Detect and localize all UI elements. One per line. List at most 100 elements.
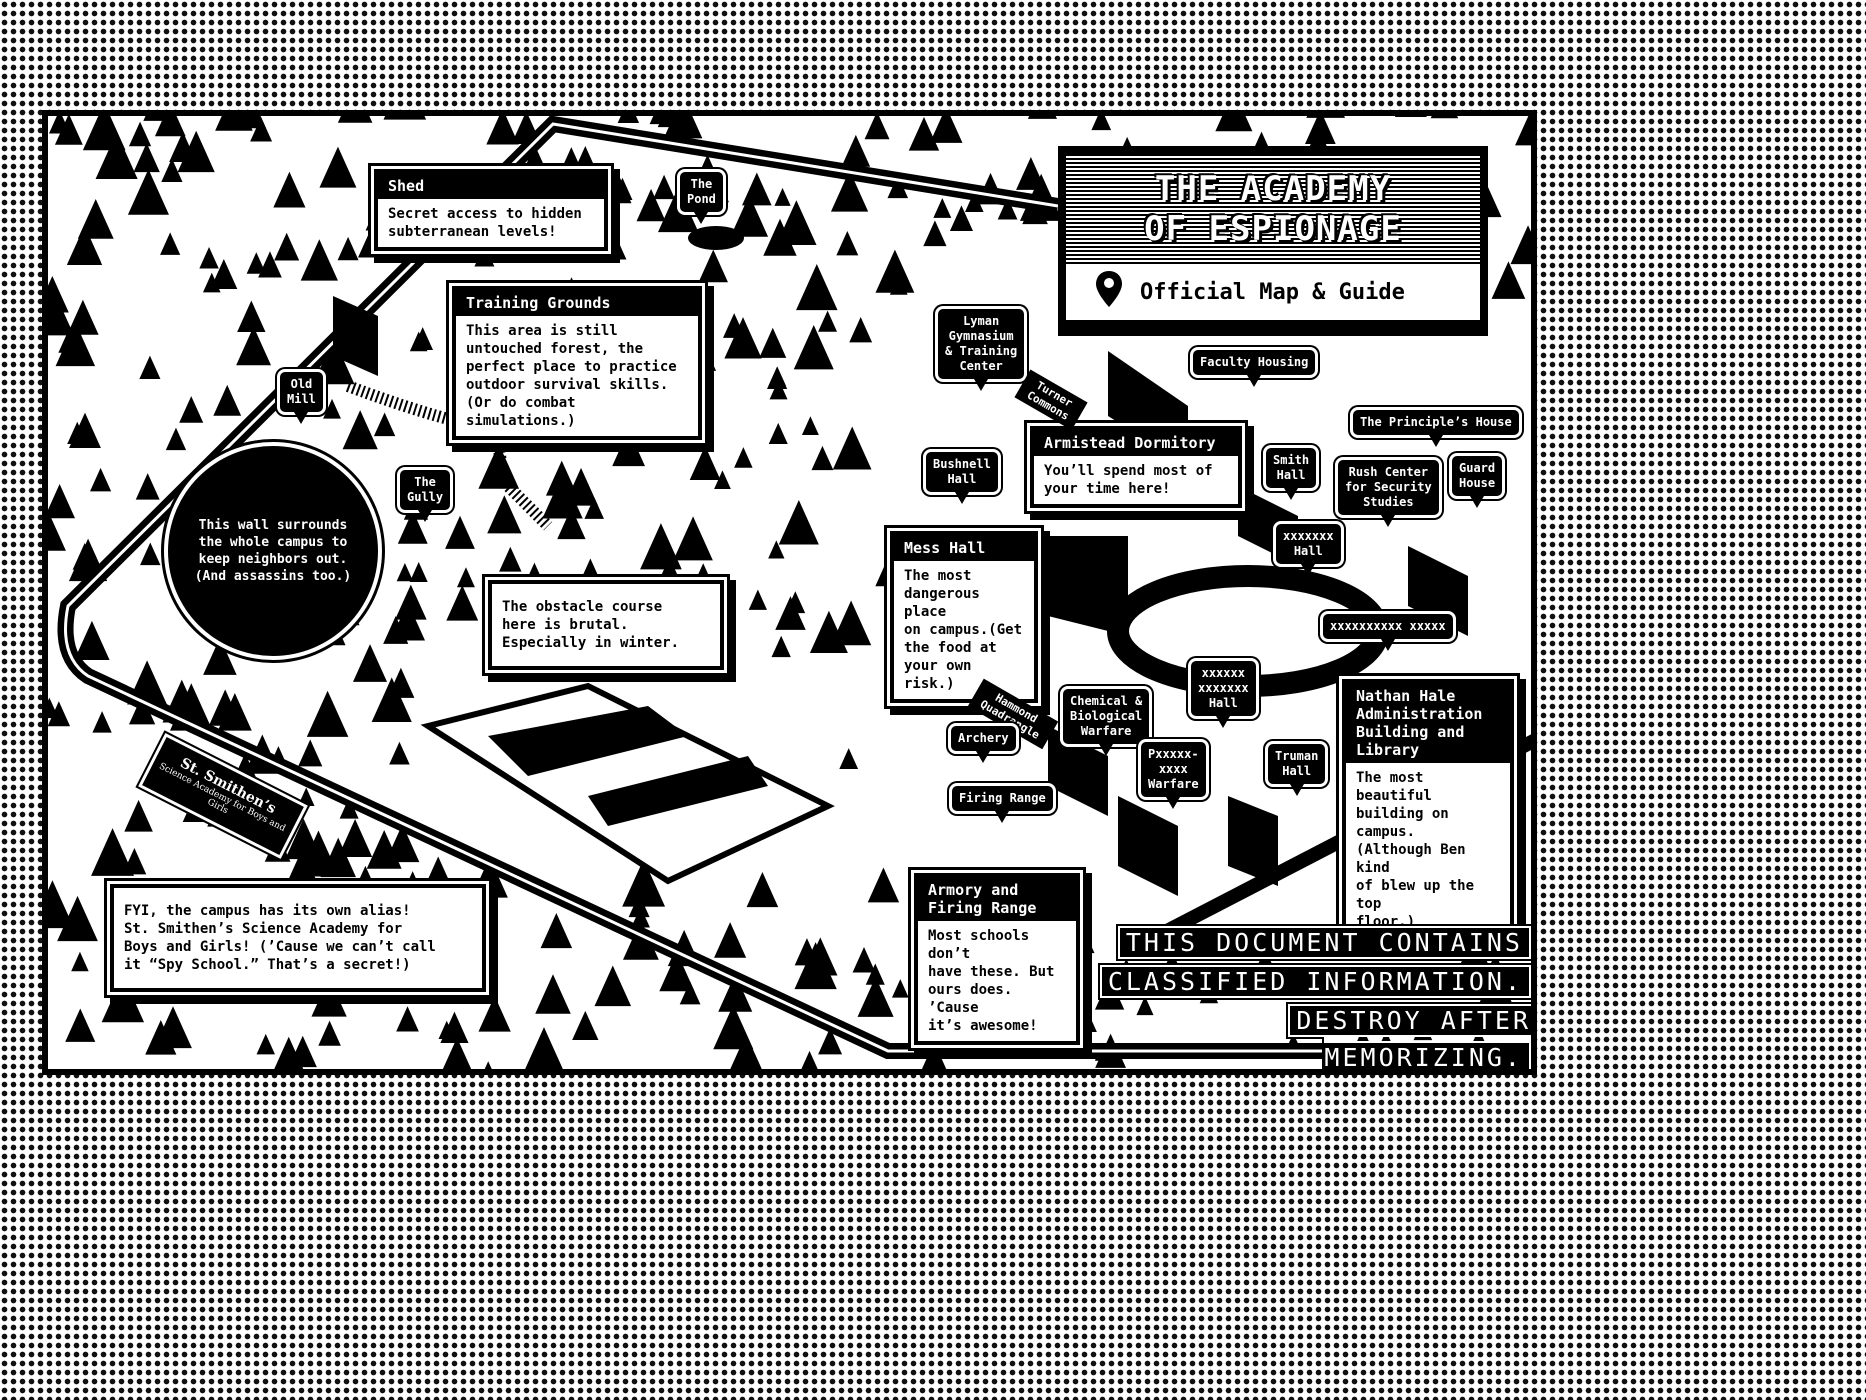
- tree-icon: [771, 635, 791, 658]
- label-the-pond: The Pond: [680, 172, 723, 212]
- tree-icon: [545, 460, 578, 496]
- tree-icon: [297, 830, 340, 877]
- tree-icon: [133, 142, 160, 173]
- tree-icon: [794, 942, 837, 990]
- tree-icon: [631, 906, 650, 928]
- label-lyman-gymnasium: Lyman Gymnasium & Training Center: [938, 309, 1025, 379]
- callout-title: Mess Hall: [894, 535, 1034, 561]
- callout-body: The most dangerous place on campus.(Get …: [904, 568, 1023, 692]
- tree-icon: [246, 252, 266, 274]
- tree-icon: [101, 975, 145, 1023]
- tree-icon: [486, 116, 519, 145]
- tree-icon: [836, 231, 859, 256]
- tree-icon: [557, 507, 586, 540]
- tree-icon: [48, 511, 66, 551]
- label-guard-house: Guard House: [1452, 456, 1503, 496]
- tree-icon: [65, 1008, 96, 1042]
- tree-icon: [208, 689, 242, 726]
- label-faculty-housing: Faculty Housing: [1193, 350, 1316, 375]
- tree-icon: [875, 249, 915, 293]
- tree-icon: [199, 246, 219, 269]
- tree-icon: [801, 416, 819, 436]
- label-x-long: xxxxxxxxxx xxxxx: [1323, 614, 1453, 639]
- tree-icon: [800, 342, 824, 369]
- tree-icon: [48, 701, 71, 727]
- tree-icon: [48, 484, 76, 519]
- tree-icon: [689, 445, 721, 480]
- tree-icon: [718, 973, 753, 1012]
- tree-icon: [601, 169, 632, 204]
- campus-wall-inner: [64, 122, 1531, 1053]
- tree-icon: [864, 116, 890, 140]
- tree-icon: [832, 426, 872, 470]
- tree-icon: [54, 116, 83, 145]
- tree-icon: [734, 447, 753, 468]
- classified-line: DESTROY AFTER MEMORIZING.: [1286, 1002, 1531, 1069]
- tree-icon: [55, 322, 96, 367]
- callout-wall: This wall surrounds the whole campus to …: [168, 446, 378, 656]
- tree-icon: [1394, 116, 1427, 117]
- tree-icon: [763, 218, 797, 256]
- tree-icon: [297, 787, 315, 807]
- tree-icon: [1215, 116, 1253, 132]
- tree-icon: [1309, 127, 1327, 147]
- tree-icon: [154, 1006, 192, 1049]
- tree-icon: [742, 172, 772, 206]
- tree-icon: [663, 116, 703, 139]
- tree-icon: [236, 326, 272, 366]
- label-truman-hall: Truman Hall: [1268, 744, 1326, 784]
- tree-icon: [852, 947, 876, 973]
- tree-icon: [337, 236, 359, 261]
- tree-icon: [143, 116, 176, 121]
- tree-icon: [759, 327, 787, 358]
- tree-icon: [1430, 116, 1459, 119]
- tree-icon: [300, 239, 338, 281]
- label-p-warfare: Pxxxxx- xxxx Warfare: [1141, 742, 1206, 797]
- tree-icon: [165, 427, 187, 451]
- tree-icon: [535, 974, 571, 1014]
- tree-icon: [1305, 116, 1336, 144]
- tree-icon: [811, 445, 834, 471]
- tree-icon: [135, 473, 160, 500]
- tree-icon: [90, 467, 112, 492]
- tree-icon: [857, 976, 894, 1017]
- tree-icon: [929, 116, 963, 143]
- tree-icon: [440, 1011, 469, 1043]
- label-the-gully: The Gully: [400, 470, 451, 510]
- label-rush-center: Rush Center for Security Studies: [1338, 460, 1439, 515]
- tree-icon: [161, 158, 183, 182]
- tree-icon: [778, 499, 819, 545]
- label-smith-hall: Smith Hall: [1266, 448, 1317, 488]
- tree-icon: [841, 134, 871, 167]
- callout-body: Secret access to hidden subterranean lev…: [388, 206, 582, 240]
- tree-icon: [396, 563, 414, 582]
- label-old-mill: Old Mill: [280, 372, 323, 412]
- tree-icon: [395, 584, 427, 620]
- tree-icon: [67, 421, 88, 445]
- tree-icon: [933, 197, 952, 218]
- callout-title: Shed: [378, 173, 604, 199]
- tree-icon: [796, 263, 838, 311]
- tree-icon: [542, 473, 583, 519]
- tree-icon: [338, 819, 373, 857]
- tree-icon: [1136, 996, 1154, 1016]
- classified-line: THIS DOCUMENT CONTAINS: [1115, 924, 1531, 961]
- tree-icon: [71, 951, 89, 972]
- tree-icon: [160, 232, 181, 255]
- tree-icon: [673, 516, 713, 561]
- tree-icon: [769, 379, 788, 400]
- tree-icon: [91, 828, 135, 876]
- callout-body: Most schools don’t have these. But ours …: [928, 928, 1055, 1034]
- tree-icon: [1027, 116, 1058, 119]
- tree-icon: [385, 824, 420, 863]
- tree-icon: [1515, 116, 1531, 146]
- campus-map: THE ACADEMY OF ESPIONAGE Official Map & …: [42, 110, 1537, 1075]
- callout-body: This area is still untouched forest, the…: [466, 323, 677, 429]
- tree-icon: [326, 624, 346, 646]
- tree-icon: [484, 1061, 492, 1069]
- tree-icon: [818, 1027, 843, 1055]
